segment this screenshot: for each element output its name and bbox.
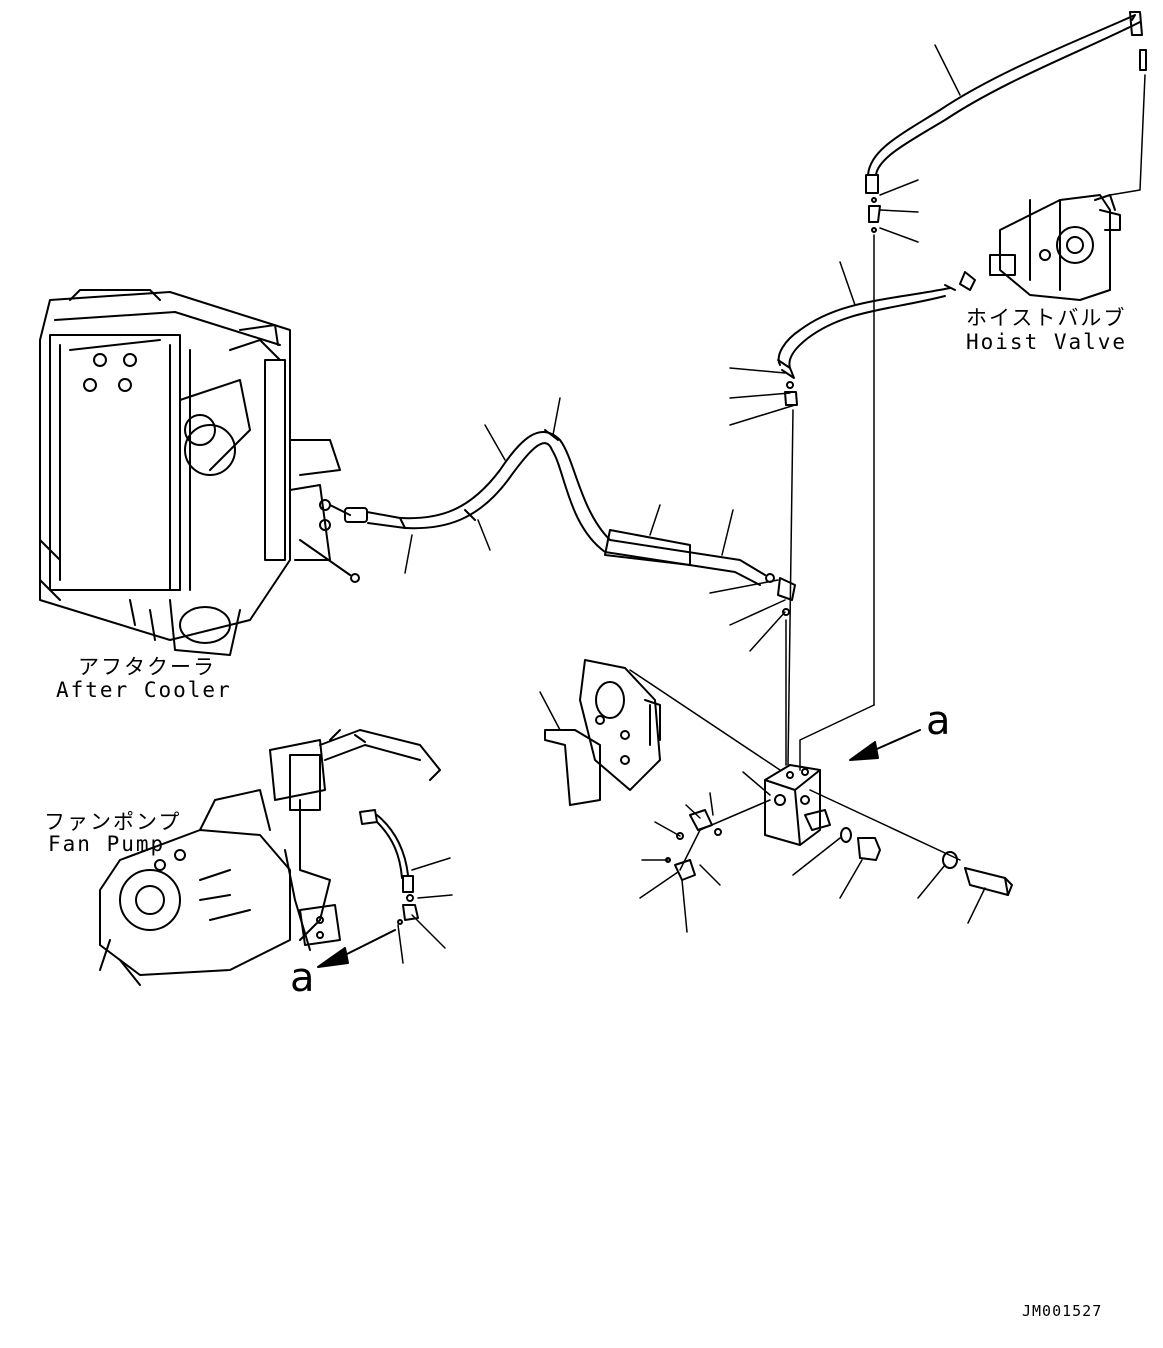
fan-pump-label-jp: ファンポンプ [44, 810, 182, 834]
hoist-valve-label-en: Hoist Valve [966, 330, 1128, 354]
fan-pump-hose [359, 809, 419, 925]
view-marker-a-left: a [290, 955, 315, 1001]
hoist-valve-label-jp: ホイストバルブ [966, 306, 1127, 330]
fan-pump-label-en: Fan Pump [48, 832, 166, 856]
fan-pump-drawing [99, 729, 441, 986]
block-fittings [665, 809, 722, 881]
drawing-code: JM001527 [1022, 1302, 1103, 1320]
after-cooler-drawing [39, 289, 360, 656]
connecting-lines [629, 74, 1146, 871]
view-marker-a-right: a [926, 698, 951, 744]
leader-lines [397, 44, 986, 964]
hoist-valve-drawing [989, 194, 1121, 301]
view-arrow-left [317, 929, 396, 968]
lower-hose [777, 271, 976, 406]
after-cooler-label-en: After Cooler [56, 678, 232, 702]
control-block [764, 764, 1013, 896]
main-hose [344, 429, 796, 616]
after-cooler-label-jp: アフタクーラ [78, 655, 216, 679]
view-arrow-right [849, 729, 921, 761]
mounting-bracket [544, 659, 661, 806]
upper-hose [865, 11, 1147, 233]
